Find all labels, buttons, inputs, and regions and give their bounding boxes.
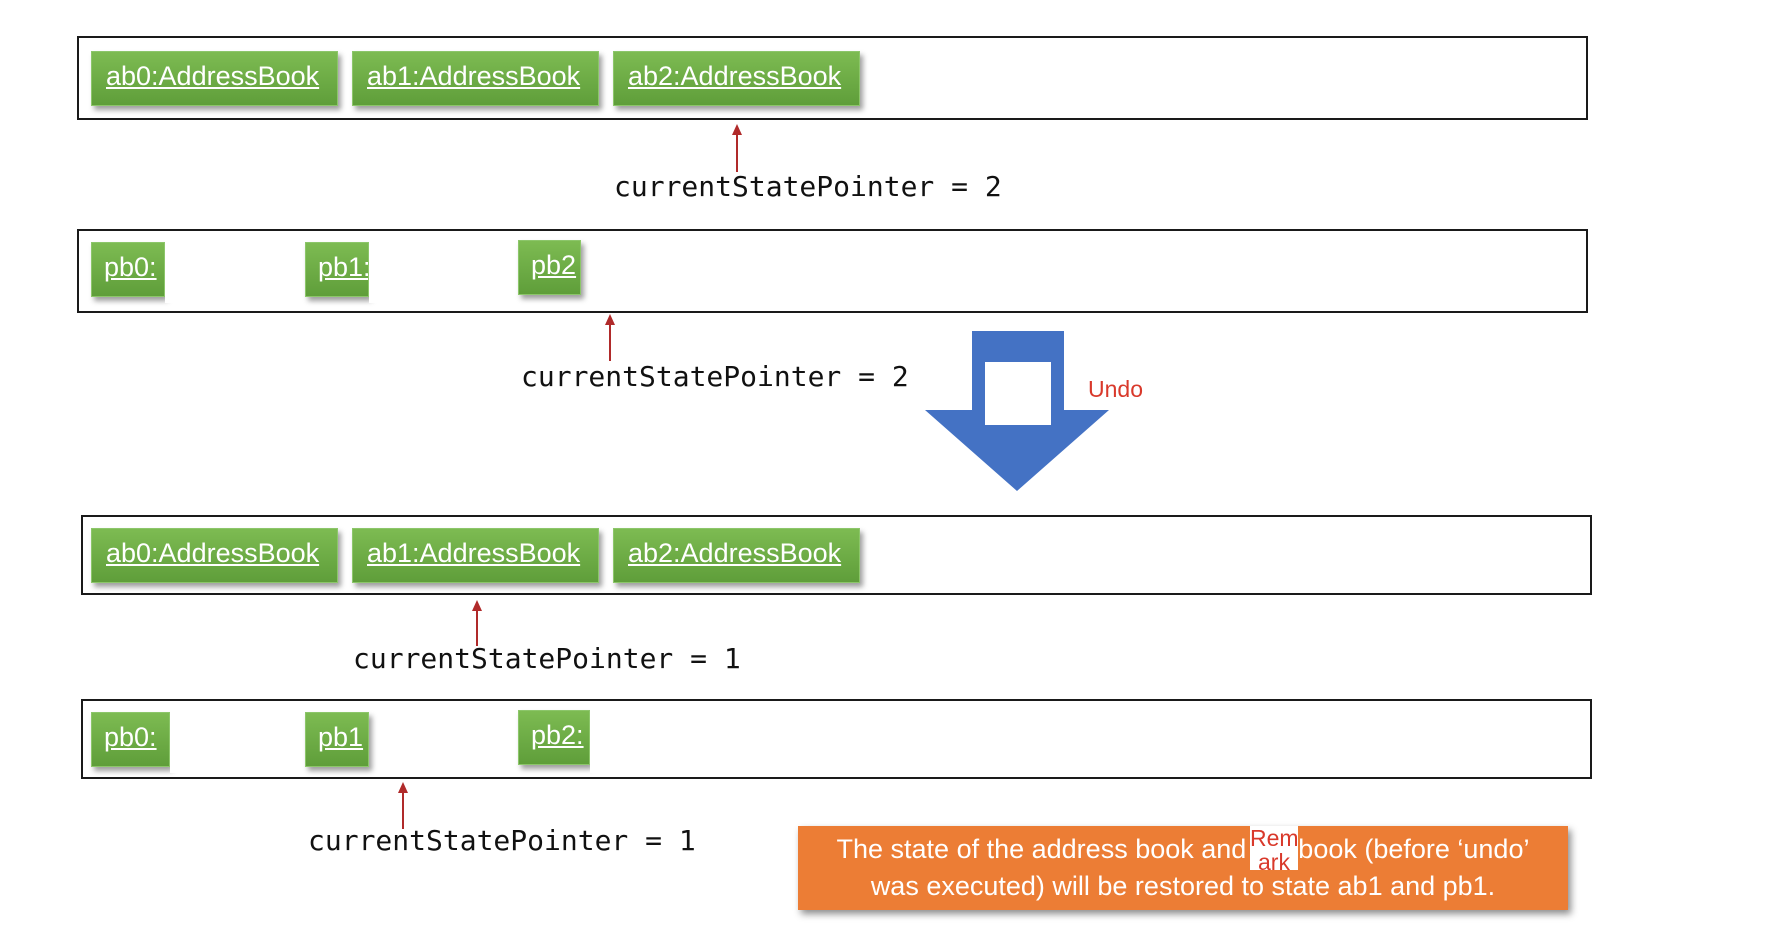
bottom-pb1-state: pb1	[305, 712, 369, 767]
bottom-pb2-redaction	[590, 708, 718, 773]
bottom-pb2-state: pb2:	[518, 710, 590, 765]
restore-note-line2: was executed) will be restored to state …	[870, 871, 1496, 901]
top-pb2-state: pb2	[518, 240, 581, 295]
bottom-pb-pointer-label: currentStatePointer = 1	[308, 824, 696, 857]
bottom-ab1-state: ab1:AddressBook	[352, 528, 599, 583]
top-pb-pointer-line	[609, 320, 611, 361]
bottom-ab-pointer-label: currentStatePointer = 1	[353, 642, 741, 675]
undo-arrow-inset	[985, 362, 1051, 425]
bottom-ab2-state: ab2:AddressBook	[613, 528, 860, 583]
top-pb-pointer-arrowhead	[605, 314, 615, 325]
restore-note: The state of the address book and book (b…	[798, 826, 1568, 910]
top-pb0-redaction	[165, 240, 285, 303]
bottom-ab-pointer-line	[476, 606, 478, 646]
restore-note-inset: Rem ark	[1250, 825, 1299, 874]
top-ab-pointer-label: currentStatePointer = 2	[614, 170, 1002, 203]
restore-note-line1: The state of the address book and book (b…	[798, 831, 1568, 868]
restore-note-line1-end: book (before ‘undo’	[1298, 834, 1530, 864]
top-ab2-state: ab2:AddressBook	[613, 51, 860, 106]
top-ab-pointer-line	[736, 130, 738, 172]
top-pb1-redaction	[369, 240, 504, 303]
undo-label: Undo	[1088, 376, 1143, 402]
top-ab1-state: ab1:AddressBook	[352, 51, 599, 106]
top-ab-pointer-arrowhead	[732, 124, 742, 135]
top-ab0-state: ab0:AddressBook	[91, 51, 338, 106]
top-pb-state-frame	[77, 229, 1588, 313]
bottom-pb-pointer-line	[402, 788, 404, 829]
bottom-ab-pointer-arrowhead	[472, 600, 482, 611]
top-pb-pointer-label: currentStatePointer = 2	[521, 360, 909, 393]
bottom-pb-pointer-arrowhead	[398, 782, 408, 793]
restore-note-inset-line1: Rem	[1250, 825, 1299, 851]
bottom-ab0-state: ab0:AddressBook	[91, 528, 338, 583]
bottom-pb0-redaction	[170, 710, 290, 773]
restore-note-inset-line2: ark	[1258, 849, 1290, 875]
undo-transition-arrow	[925, 331, 1109, 491]
top-pb1-state: pb1:	[305, 242, 369, 297]
top-pb0-state: pb0:	[91, 242, 165, 297]
restore-note-line1-start: The state of the address book and	[836, 834, 1247, 864]
bottom-pb0-state: pb0:	[91, 712, 170, 767]
